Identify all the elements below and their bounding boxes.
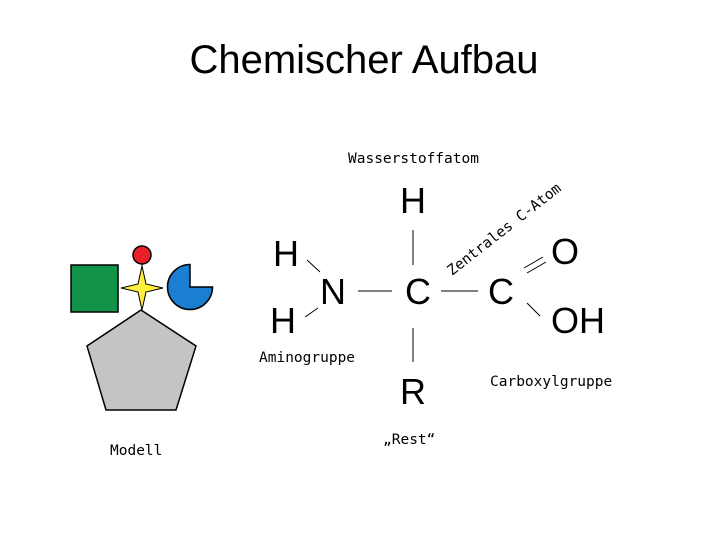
atom-c-right: C — [488, 271, 514, 312]
bond-c-o-double-2 — [526, 261, 547, 274]
bond-c-o-double-1 — [523, 256, 544, 269]
label-aminogruppe: Aminogruppe — [259, 350, 355, 366]
model-pentagon — [86, 309, 197, 411]
model-star — [120, 265, 164, 311]
label-carboxylgruppe: Carboxylgruppe — [490, 374, 612, 390]
atom-h-left-bottom: H — [270, 300, 296, 341]
model-square — [70, 264, 119, 313]
label-zentrales-c-atom: Zentrales C-Atom — [445, 180, 565, 279]
model-circle — [132, 245, 152, 265]
model-pacman — [166, 263, 214, 311]
label-wasserstoffatom: Wasserstoffatom — [348, 151, 479, 167]
bond-c-oh — [526, 302, 541, 317]
slide-title: Chemischer Aufbau — [189, 38, 539, 82]
atom-n: N — [320, 271, 346, 312]
bond-h-n-bottom — [304, 307, 319, 318]
label-rest: „Rest“ — [383, 432, 435, 448]
atom-h-top: H — [400, 180, 426, 221]
atom-c-center: C — [405, 271, 431, 312]
bond-h-n-top — [306, 259, 321, 273]
model-figure — [70, 245, 214, 411]
atom-o: O — [551, 231, 579, 272]
label-modell: Modell — [110, 443, 162, 459]
atom-r: R — [400, 371, 426, 412]
atom-oh: OH — [551, 300, 605, 341]
atom-h-left-top: H — [273, 233, 299, 274]
